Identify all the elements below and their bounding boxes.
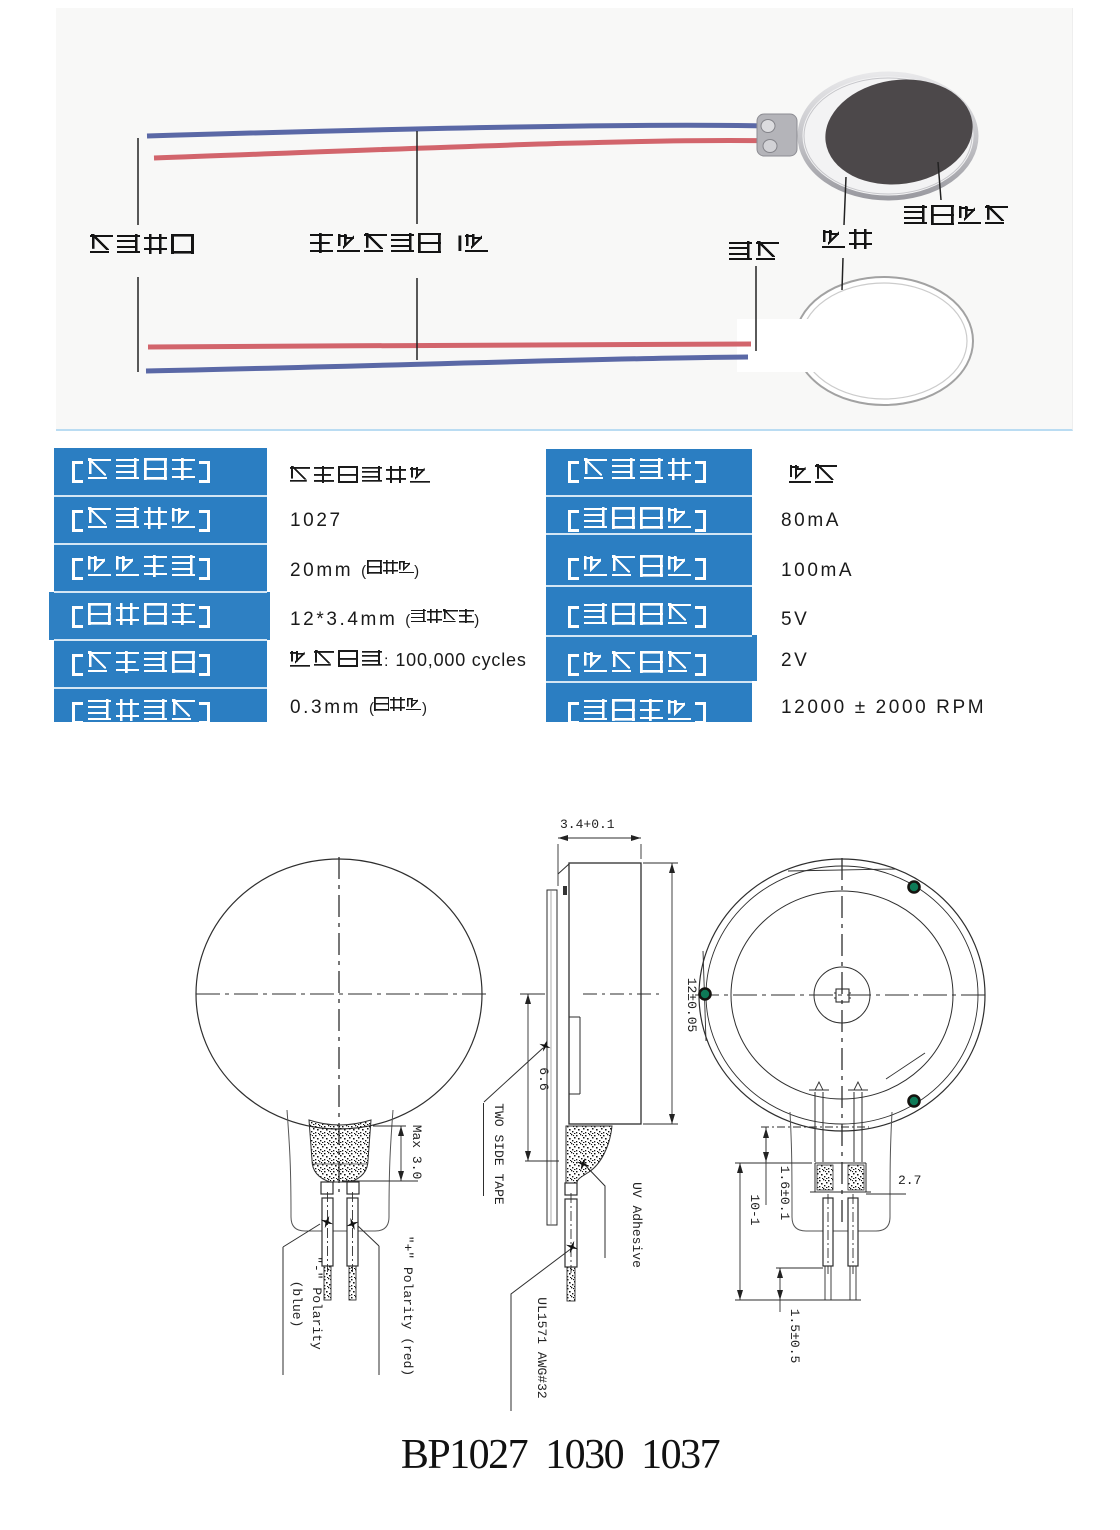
svg-text:UL1571 AWG#32: UL1571 AWG#32 (534, 1297, 549, 1398)
svg-text:"-" Polarity: "-" Polarity (309, 1256, 324, 1350)
svg-text:2.7: 2.7 (898, 1173, 921, 1188)
svg-text:12±0.05: 12±0.05 (684, 978, 699, 1033)
svg-text:TWO SIDE TAPE: TWO SIDE TAPE (491, 1103, 506, 1205)
svg-text:1.5±0.5: 1.5±0.5 (787, 1309, 802, 1364)
svg-text:"+" Polarity (red): "+" Polarity (red) (400, 1236, 415, 1376)
svg-text:6.6: 6.6 (536, 1067, 551, 1090)
svg-text:Max 3.0: Max 3.0 (409, 1125, 424, 1180)
svg-text:3.4+0.1: 3.4+0.1 (560, 817, 615, 832)
svg-text:UV Adhesive: UV Adhesive (629, 1182, 644, 1268)
svg-text:(blue): (blue) (289, 1281, 304, 1328)
svg-text:1.6±0.1: 1.6±0.1 (777, 1166, 792, 1221)
svg-text:10-1: 10-1 (747, 1194, 762, 1225)
